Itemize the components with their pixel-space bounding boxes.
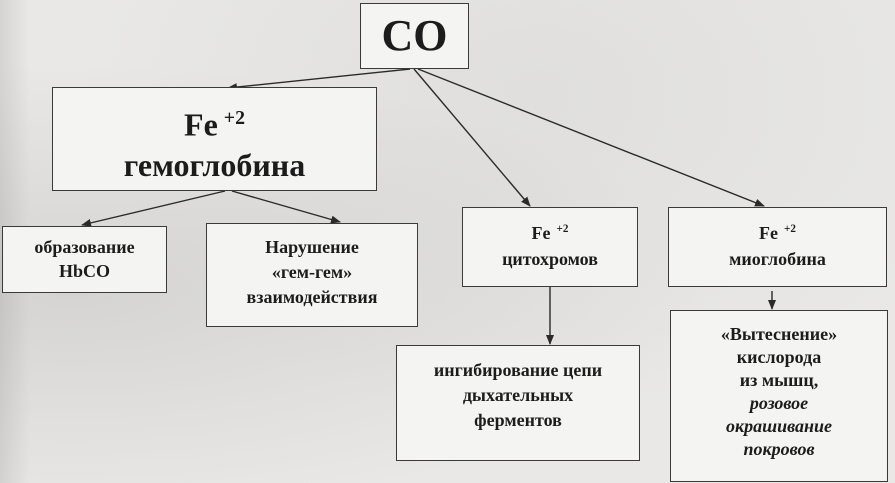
hemoglobin-charge: +2 — [223, 107, 245, 129]
cytochromes-charge: +2 — [556, 223, 569, 235]
displacement-line2: кислорода — [736, 347, 822, 367]
heme-interaction-box: Нарушение «гем-гем» взаимодействия — [206, 223, 418, 327]
arrow-co-to-cytochromes — [413, 68, 531, 207]
heme-interaction-line2: «гем-гем» — [271, 262, 353, 282]
oxygen-displacement-box: «Вытеснение» кислорода из мышц, розовое … — [670, 310, 888, 482]
cytochromes-box: Fe +2 цитохромов — [462, 207, 638, 287]
displacement-line4: розовое — [749, 393, 809, 413]
hbco-formation-box: образование HbCO — [2, 226, 167, 293]
inhibition-line3: ферментов — [474, 410, 562, 430]
displacement-line5: окрашивание — [725, 416, 833, 436]
heme-interaction-line1: Нарушение — [265, 237, 359, 257]
arrow-co-to-myoglobin — [417, 68, 765, 207]
hemoglobin-box: Fe+2 гемоглобина — [52, 87, 377, 191]
myoglobin-box: Fe +2 миоглобина — [668, 207, 887, 287]
myoglobin-name: миоглобина — [729, 249, 826, 269]
inhibition-line2: дыхательных — [462, 385, 574, 405]
cytochromes-fe: Fe — [531, 223, 551, 243]
myoglobin-charge: +2 — [784, 223, 796, 235]
inhibition-box: ингибирование цепи дыхательных ферментов — [396, 345, 640, 461]
arrow-hemoglobin-to-heme-interaction — [231, 190, 341, 224]
myoglobin-fe: Fe — [759, 223, 779, 243]
displacement-line3: из мышц, — [739, 370, 819, 390]
myoglobin-fe-line: Fe +2 — [669, 216, 886, 246]
hemoglobin-name: гемоглобина — [123, 146, 306, 183]
cytochromes-name: цитохромов — [502, 249, 598, 269]
arrow-co-to-hemoglobin — [227, 68, 411, 92]
displacement-line6: покровов — [743, 439, 815, 459]
hbco-line2: HbCO — [58, 261, 110, 281]
arrow-hemoglobin-to-hbco — [81, 190, 226, 227]
hemoglobin-fe: Fe — [184, 106, 218, 143]
co-box: CO — [360, 3, 469, 69]
inhibition-line1: ингибирование цепи — [433, 360, 603, 380]
displacement-line1: «Вытеснение» — [720, 324, 838, 344]
cytochromes-fe-line: Fe +2 — [463, 216, 637, 246]
hemoglobin-fe-line: Fe+2 — [53, 98, 376, 145]
co-label: CO — [381, 11, 448, 60]
hbco-line1: образование — [34, 237, 135, 257]
heme-interaction-line3: взаимодействия — [246, 287, 378, 307]
